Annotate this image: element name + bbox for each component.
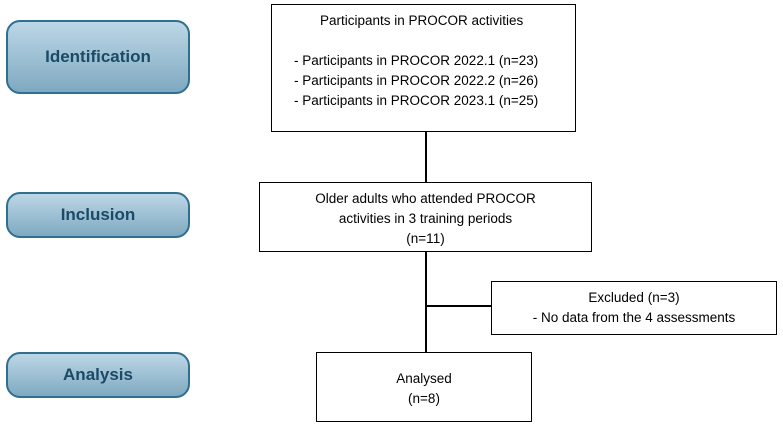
analysis-title: Analysed	[396, 371, 452, 386]
identification-box: Participants in PROCOR activities - Part…	[271, 4, 576, 132]
stage-inclusion-label: Inclusion	[60, 205, 136, 224]
connector-identification-inclusion	[425, 131, 427, 183]
stage-analysis: Analysis	[6, 352, 190, 398]
identification-title: Participants in PROCOR activities	[320, 13, 524, 28]
stage-identification-label: Identification	[45, 47, 151, 66]
analysis-box: Analysed (n=8)	[316, 352, 532, 422]
connector-excluded-branch	[425, 305, 492, 307]
stage-analysis-label: Analysis	[63, 365, 133, 384]
excluded-box: Excluded (n=3) - No data from the 4 asse…	[491, 281, 777, 335]
connector-inclusion-analysis	[425, 251, 427, 353]
identification-item: - Participants in PROCOR 2023.1 (n=25)	[294, 93, 539, 108]
identification-item: - Participants in PROCOR 2022.2 (n=26)	[294, 73, 539, 88]
stage-inclusion: Inclusion	[6, 192, 190, 238]
analysis-count: (n=8)	[408, 391, 440, 406]
inclusion-line: activities in 3 training periods	[338, 211, 513, 226]
inclusion-box: Older adults who attended PROCOR activit…	[259, 182, 592, 252]
excluded-title: Excluded (n=3)	[588, 290, 680, 305]
stage-identification: Identification	[6, 20, 190, 94]
identification-item: - Participants in PROCOR 2022.1 (n=23)	[294, 53, 539, 68]
inclusion-line: (n=11)	[406, 231, 445, 246]
excluded-reason: - No data from the 4 assessments	[532, 310, 736, 325]
inclusion-line: Older adults who attended PROCOR	[315, 191, 536, 206]
